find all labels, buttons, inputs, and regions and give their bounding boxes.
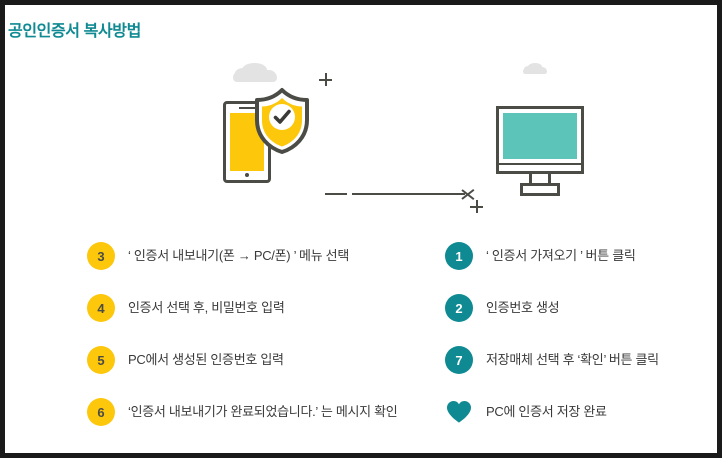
dashed-arrow-right-icon	[325, 185, 475, 203]
list-item: 7 저장매체 선택 후 ‘확인’ 버튼 클릭	[445, 346, 717, 376]
list-item: 2 인증번호 생성	[445, 294, 717, 324]
heart-icon	[445, 398, 473, 426]
plus-icon	[319, 73, 332, 86]
monitor-screen	[503, 113, 577, 159]
desktop-monitor-icon	[496, 106, 584, 196]
step-badge: 4	[87, 294, 115, 322]
step-text: 저장매체 선택 후 ‘확인’ 버튼 클릭	[486, 352, 659, 367]
steps-column-right: 1 ‘ 인증서 가져오기 ’ 버튼 클릭 2 인증번호 생성 7 저장매체 선택…	[445, 242, 717, 450]
step-text: ‘인증서 내보내기가 완료되었습니다.’ 는 메시지 확인	[128, 404, 398, 419]
step-badge: 1	[445, 242, 473, 270]
steps-area: 3 ‘ 인증서 내보내기(폰 → PC/폰) ’ 메뉴 선택 4 인증서 선택 …	[5, 242, 717, 447]
step-text: PC에서 생성된 인증번호 입력	[128, 352, 284, 367]
arrow-head	[462, 186, 475, 203]
step-text: 인증번호 생성	[486, 300, 560, 315]
list-item: 6 ‘인증서 내보내기가 완료되었습니다.’ 는 메시지 확인	[87, 398, 417, 428]
cloud-puff	[527, 63, 542, 72]
step-text: 인증서 선택 후, 비밀번호 입력	[128, 300, 285, 315]
monitor-divider	[499, 163, 581, 165]
phone-speaker	[239, 107, 255, 109]
steps-column-left: 3 ‘ 인증서 내보내기(폰 → PC/폰) ’ 메뉴 선택 4 인증서 선택 …	[87, 242, 417, 450]
step-badge: 2	[445, 294, 473, 322]
monitor-neck	[529, 174, 551, 185]
step-text: PC에 인증서 저장 완료	[486, 404, 607, 419]
step-text: ‘ 인증서 내보내기(폰 → PC/폰) ’ 메뉴 선택	[128, 248, 349, 263]
list-item: 1 ‘ 인증서 가져오기 ’ 버튼 클릭	[445, 242, 717, 272]
cloud-icon	[523, 63, 547, 74]
shield-check-icon	[252, 87, 312, 155]
step-badge: 6	[87, 398, 115, 426]
list-item: PC에 인증서 저장 완료	[445, 398, 717, 428]
list-item: 3 ‘ 인증서 내보내기(폰 → PC/폰) ’ 메뉴 선택	[87, 242, 417, 272]
cloud-body	[523, 67, 547, 74]
list-item: 4 인증서 선택 후, 비밀번호 입력	[87, 294, 417, 324]
infographic-page: 공인인증서 복사방법	[5, 5, 717, 453]
illustration-area	[5, 50, 717, 230]
step-badge: 3	[87, 242, 115, 270]
step-badge: 7	[445, 346, 473, 374]
plus-icon	[470, 200, 483, 213]
cloud-body	[233, 70, 277, 82]
arrow-dash	[325, 193, 347, 195]
arrow-line	[352, 193, 465, 195]
phone-home-button	[245, 173, 249, 177]
monitor-frame	[496, 106, 584, 174]
monitor-base	[520, 183, 560, 196]
step-badge: 5	[87, 346, 115, 374]
cloud-icon	[233, 63, 277, 82]
step-text: ‘ 인증서 가져오기 ’ 버튼 클릭	[486, 248, 636, 263]
page-title: 공인인증서 복사방법	[8, 23, 141, 40]
list-item: 5 PC에서 생성된 인증번호 입력	[87, 346, 417, 376]
